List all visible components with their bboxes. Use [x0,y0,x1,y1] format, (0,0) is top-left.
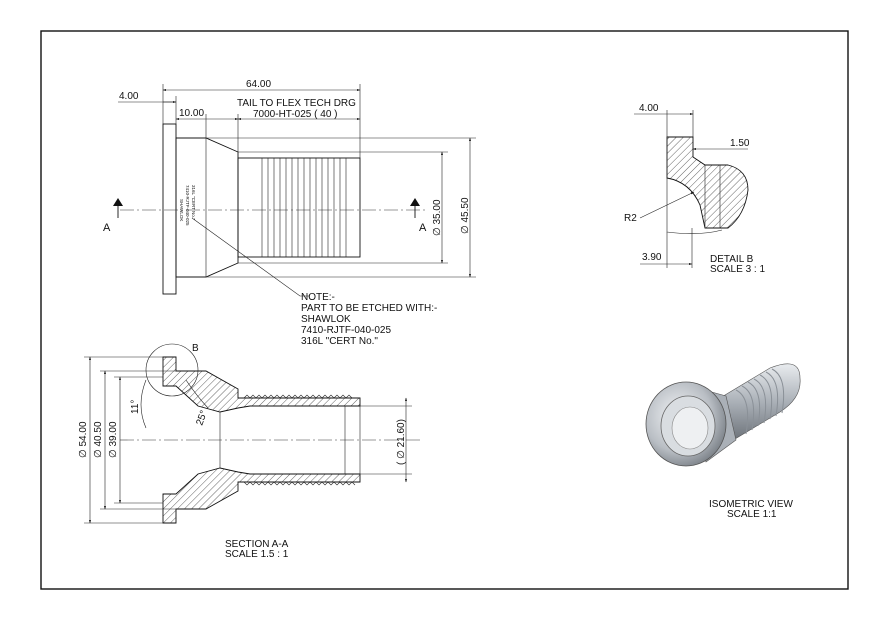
detail-b-title: DETAIL B [710,254,754,265]
detail-dim-step: 1.50 [730,138,750,149]
section-aa-view: B 11° 25° ∅ 54.00 ∅ 40.50 ∅ 39.00 ( ∅ 21… [78,343,420,560]
iso-scale: SCALE 1:1 [727,509,777,520]
detail-dim-width: 4.00 [639,103,659,114]
note-line-4: 7410-RJTF-040-025 [301,325,391,336]
side-view: A A SHAWLOK 7410-RJTF-040-025 316L "CERT… [103,79,476,297]
detail-dim-offset: 3.90 [642,252,662,263]
iso-title: ISOMETRIC VIEW [709,499,793,510]
note-line-2: PART TO BE ETCHED WITH:- [301,303,437,314]
detail-radius: R2 [624,213,637,224]
detail-b-circle [145,343,199,397]
tail-note-line2: 7000-HT-025 ( 40 ) [253,109,338,120]
etch-note: NOTE:- PART TO BE ETCHED WITH:- SHAWLOK … [301,292,437,347]
detail-b-scale: SCALE 3 : 1 [710,264,765,275]
iso-tube [719,363,801,443]
dia-40: ∅ 40.50 [93,421,104,458]
section-top-wall [162,356,361,413]
tail-note-line1: TAIL TO FLEX TECH DRG [237,98,356,109]
section-bottom-wall [162,467,361,524]
section-aa-scale: SCALE 1.5 : 1 [225,549,289,560]
section-mark-right: A [419,222,427,234]
dia-39: ∅ 39.00 [108,421,119,458]
dia-54: ∅ 54.00 [78,421,89,458]
angle-small: 11° [130,400,141,414]
dia-tail: ( ∅ 21.60) [396,419,407,465]
dim-dia-outer: ∅ 45.50 [460,197,471,234]
note-line-3: SHAWLOK [301,314,351,325]
etch-text-1: SHAWLOK [179,199,184,221]
isometric-view: ISOMETRIC VIEW SCALE 1:1 [645,363,801,520]
dim-cone-length: 10.00 [179,108,204,119]
note-line-5: 316L "CERT No." [301,336,378,347]
detail-b-view: 4.00 1.50 R2 3.90 DETAIL B SCALE 3 : 1 [624,103,765,275]
side-flange [162,123,177,295]
detail-b-section [666,136,749,229]
tube-ridges [261,158,347,257]
section-mark-left: A [103,222,111,234]
section-aa-title: SECTION A-A [225,539,289,550]
side-tube [237,157,361,258]
dim-overall-length: 64.00 [246,79,271,90]
detail-b-label: B [192,343,199,354]
sheet-border [40,30,849,590]
angle-cone: 25° [194,409,210,427]
dim-dia-inner: ∅ 35.00 [432,199,443,236]
dim-flange-thickness: 4.00 [119,91,139,102]
etch-text-3: 316L "CERT No." [191,185,196,220]
etch-text-2: 7410-RJTF-040-025 [185,185,190,226]
note-line-1: NOTE:- [301,292,335,303]
iso-ridges [735,368,785,435]
